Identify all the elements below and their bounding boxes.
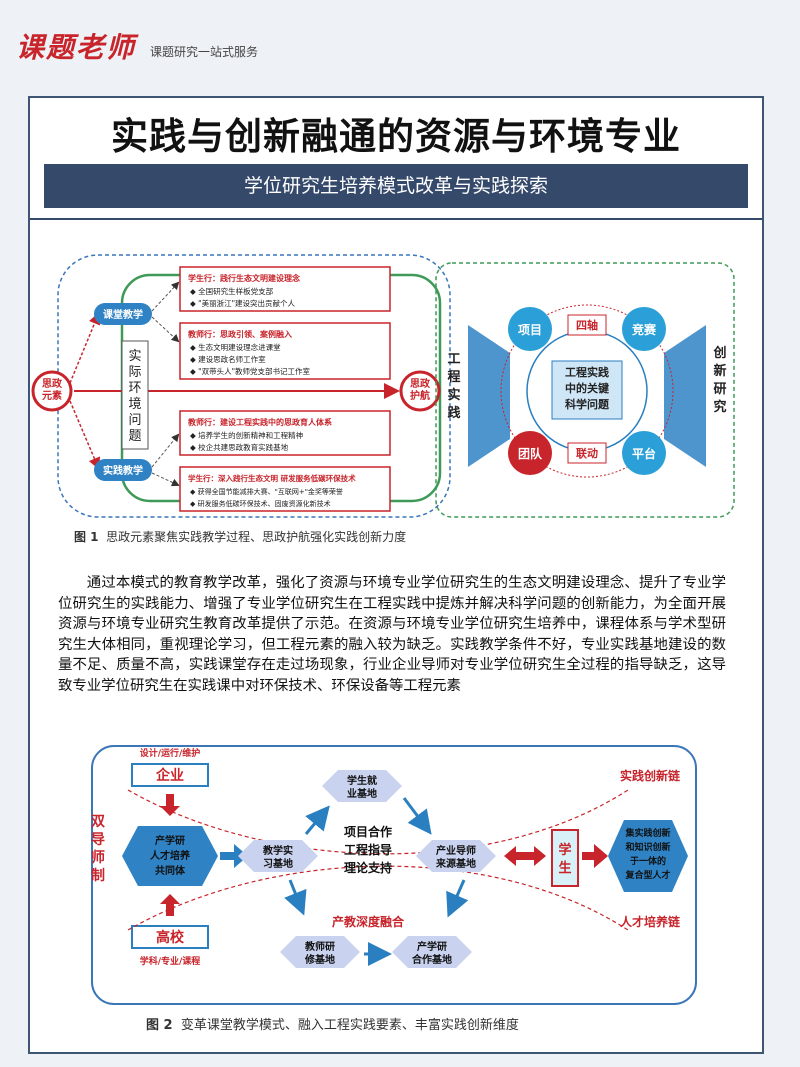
fig1-origin-label: 思政 [42, 377, 63, 390]
svg-text:程: 程 [447, 370, 460, 385]
fig2-enterprise-tag: 设计/运行/维护 [140, 747, 201, 759]
body-paragraph: 通过本模式的教育教学改革，强化了资源与环境专业学位研究生的生态文明建设理念、提升… [58, 575, 726, 694]
svg-text:问: 问 [128, 413, 141, 428]
svg-text:践: 践 [447, 405, 460, 421]
svg-text:◆ 获得全国节能减排大赛、"互联网+"金奖等荣誉: ◆ 获得全国节能减排大赛、"互联网+"金奖等荣誉 [190, 487, 343, 496]
svg-text:中的关键: 中的关键 [565, 381, 610, 395]
fig2-center-3: 理论支持 [344, 860, 392, 875]
svg-text:修基地: 修基地 [304, 953, 335, 966]
svg-text:境: 境 [128, 397, 141, 412]
article-title: 实践与创新融通的资源与环境专业 [111, 114, 681, 158]
fig2-community: 产学研 [155, 834, 185, 847]
fig1-competition: 竞赛 [632, 322, 657, 337]
svg-text:双: 双 [91, 814, 105, 830]
svg-text:实: 实 [128, 349, 141, 364]
figure-2-caption: 图 2 变革课堂教学模式、融入工程实践要素、丰富实践创新维度 [146, 1018, 519, 1033]
fig2-iur-base: 产学研 [417, 940, 447, 953]
brand: 课题老师 课题研究一站式服务 [16, 26, 258, 66]
svg-text:实: 实 [447, 387, 460, 403]
fig1-platform: 平台 [632, 446, 656, 461]
fig2-talent-chain: 人才培养链 [620, 914, 681, 929]
brand-slogan: 课题研究一站式服务 [150, 44, 259, 59]
svg-text:复合型人才: 复合型人才 [624, 869, 670, 881]
fig2-fusion: 产教深度融合 [332, 914, 405, 929]
svg-text:学生行：践行生态文明建设理念: 学生行：践行生态文明建设理念 [188, 273, 300, 283]
fig1-node-practice: 实践教学 [103, 464, 143, 477]
svg-text:◆ 建设思政名师工作室: ◆ 建设思政名师工作室 [190, 354, 266, 364]
fig1-node-classroom: 课堂教学 [103, 308, 143, 321]
svg-text:人才培养: 人才培养 [150, 849, 191, 862]
fig2-center-2: 工程指导 [344, 842, 392, 857]
fig1-target-label: 思政 [410, 377, 431, 390]
svg-text:元素: 元素 [42, 389, 62, 402]
svg-text:学生行：深入践行生态文明 研发服务低碳环保技术: 学生行：深入践行生态文明 研发服务低碳环保技术 [188, 473, 356, 483]
fig2-teacher-base: 教师研 [304, 940, 335, 953]
svg-text:护航: 护航 [410, 389, 430, 402]
svg-text:◆ 培养学生的创新精神和工程精神: ◆ 培养学生的创新精神和工程精神 [190, 430, 303, 440]
svg-text:教师行：建设工程实践中的思政育人体系: 教师行：建设工程实践中的思政育人体系 [187, 417, 332, 427]
fig1-center-vertical: 实际环 境问题 [128, 349, 141, 444]
svg-text:生: 生 [558, 860, 571, 876]
svg-text:际: 际 [128, 365, 141, 380]
svg-text:研: 研 [713, 382, 726, 397]
svg-text:业基地: 业基地 [347, 787, 377, 800]
svg-text:◆ 校企共建思政教育实践基地: ◆ 校企共建思政教育实践基地 [190, 442, 289, 452]
fig2-university: 高校 [156, 929, 185, 946]
brand-logo: 课题老师 [16, 31, 137, 64]
svg-text:新: 新 [713, 363, 726, 379]
svg-text:来源基地: 来源基地 [435, 857, 476, 870]
svg-text:题: 题 [128, 429, 141, 444]
article-subtitle: 学位研究生培养模式改革与实践探索 [44, 164, 748, 208]
fig1-left-label: 工程实践 [447, 352, 460, 421]
svg-text:◆ "双带头人"教师党支部书记工作室: ◆ "双带头人"教师党支部书记工作室 [190, 366, 311, 376]
fig2-university-tag: 学科/专业/课程 [140, 955, 201, 967]
fig2-student: 学 [558, 842, 571, 858]
fig1-linkage: 联动 [576, 446, 598, 460]
fig2-enterprise: 企业 [155, 767, 184, 784]
fig1-four-axes: 四轴 [576, 318, 598, 332]
fig2-practice-chain: 实践创新链 [620, 768, 681, 783]
svg-text:师: 师 [91, 849, 105, 866]
svg-text:于一体的: 于一体的 [630, 855, 666, 867]
fig1-team: 团队 [518, 446, 543, 461]
svg-text:合作基地: 合作基地 [411, 953, 452, 966]
svg-text:教师行：思政引领、案例融入: 教师行：思政引领、案例融入 [187, 329, 292, 339]
svg-text:◆ 全国研究生样板党支部: ◆ 全国研究生样板党支部 [190, 286, 274, 296]
fig2-composite-1: 集实践创新 [624, 827, 670, 839]
svg-text:◆ 研发服务低碳环保技术、固废资源化新技术: ◆ 研发服务低碳环保技术、固废资源化新技术 [190, 499, 331, 508]
svg-text:和知识创新: 和知识创新 [624, 841, 670, 853]
svg-text:◆ 生态文明建设理念进课堂: ◆ 生态文明建设理念进课堂 [190, 342, 281, 352]
svg-text:究: 究 [713, 399, 726, 415]
title-divider [30, 218, 762, 220]
fig2-industry-mentor-base: 产业导师 [436, 844, 476, 857]
svg-text:工: 工 [447, 352, 460, 367]
svg-text:创: 创 [712, 345, 726, 361]
svg-text:共同体: 共同体 [155, 864, 186, 877]
fig2-employment-base: 学生就 [347, 774, 377, 787]
figure-1: 思政 元素 思政 护航 课堂教学 实践教学 实际环 境问题 学生行：践行生态文明… [31, 254, 735, 518]
svg-text:制: 制 [91, 867, 105, 884]
svg-text:习基地: 习基地 [263, 857, 293, 870]
svg-text:环: 环 [128, 381, 141, 396]
fig2-teaching-base: 教学实 [262, 844, 293, 857]
svg-text:科学问题: 科学问题 [565, 397, 610, 411]
fig1-center: 工程实践 [565, 365, 609, 379]
fig1-project: 项目 [518, 323, 542, 337]
figure-1-caption: 图 1 思政元素聚焦实践教学过程、思政护航强化实践创新力度 [74, 530, 407, 544]
svg-text:◆ "美丽浙江"建设突出贡献个人: ◆ "美丽浙江"建设突出贡献个人 [190, 298, 296, 308]
fig2-center-1: 项目合作 [344, 824, 392, 839]
svg-text:导: 导 [91, 832, 105, 848]
